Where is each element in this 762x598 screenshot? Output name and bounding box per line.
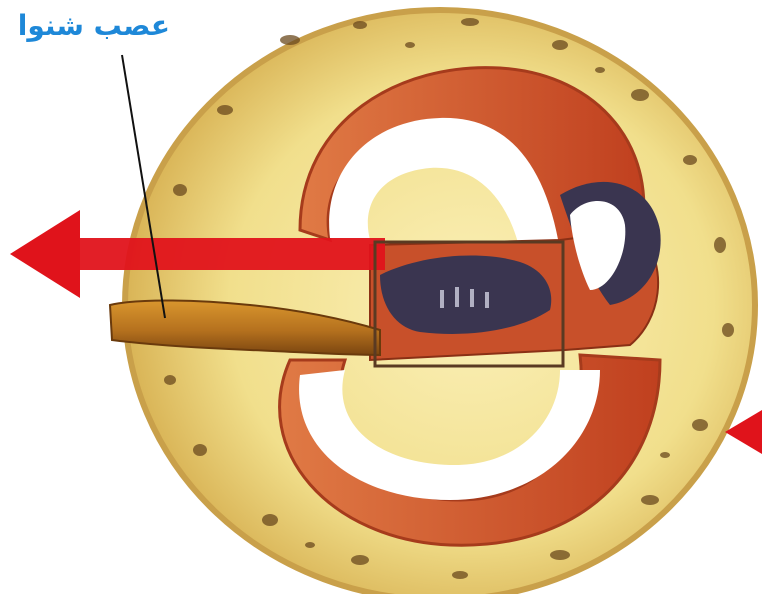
- auditory-nerve-label: عصب شنوا: [0, 6, 170, 46]
